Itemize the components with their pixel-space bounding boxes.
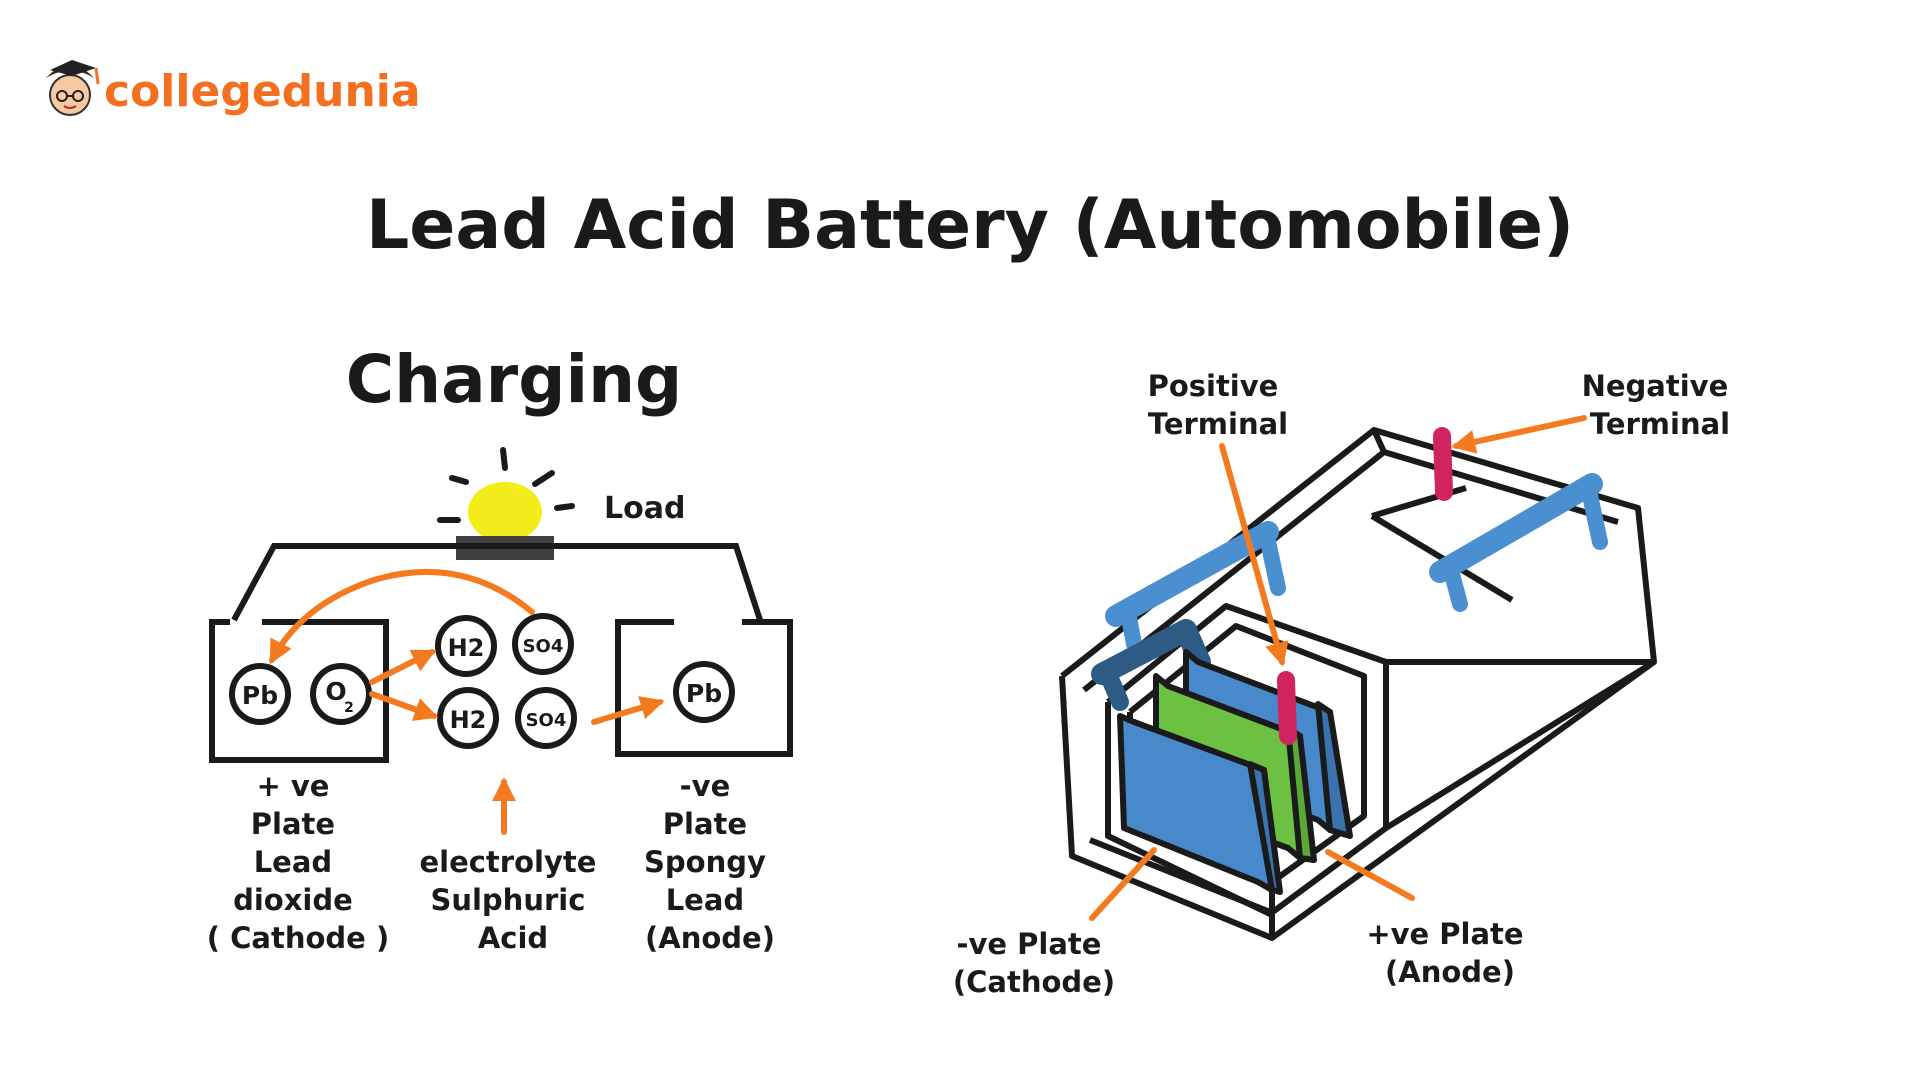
- atom-pb-positive: Pb: [229, 663, 291, 725]
- connector-right: [1429, 473, 1603, 583]
- arrow-so4-to-pb: [269, 569, 535, 665]
- negative-cell-box: [615, 619, 793, 757]
- mascot-icon: [46, 60, 100, 116]
- electrolyte-caption: electrolyte Sulphuric Acid: [419, 845, 606, 955]
- battery-plates: [1117, 649, 1353, 895]
- circuit-wire: [231, 543, 763, 622]
- svg-text:Pb: Pb: [686, 679, 722, 708]
- atom-h2-top: H2: [435, 615, 497, 677]
- arrow-so4-to-negative: [591, 696, 665, 725]
- arrow-negative-terminal: [1451, 415, 1587, 454]
- atom-so4-top: SO4: [512, 613, 574, 675]
- connector-left: [1105, 521, 1279, 627]
- positive-cell-box: [209, 619, 389, 763]
- positive-terminal-post: [1277, 671, 1297, 745]
- svg-text:H2: H2: [448, 634, 485, 662]
- arrow-o2-to-h2-top: [369, 649, 437, 685]
- atom-o2: O 2: [310, 663, 372, 725]
- brand-name: collegedunia: [104, 66, 421, 117]
- brand-suffix: .com: [404, 83, 417, 110]
- arrow-o2-to-h2-bottom: [369, 691, 439, 721]
- negative-terminal-post: [1433, 427, 1453, 501]
- leader-pos-plate: [1325, 849, 1415, 901]
- arrow-positive-terminal: [1219, 443, 1289, 667]
- negative-plate-caption: -ve Plate Spongy Lead (Anode): [644, 769, 776, 955]
- svg-text:Pb: Pb: [242, 681, 278, 710]
- negative-terminal-label: Negative Terminal: [1582, 369, 1739, 441]
- battery-casing: [1059, 427, 1657, 941]
- atom-so4-bottom: SO4: [515, 687, 577, 749]
- svg-text:2: 2: [344, 700, 354, 716]
- svg-text:SO4: SO4: [526, 710, 567, 731]
- connector-dark: [1091, 619, 1211, 685]
- positive-terminal-label: Positive Terminal: [1148, 369, 1289, 441]
- pos-plate-label: +ve Plate (Anode): [1366, 917, 1533, 989]
- svg-text:O: O: [325, 677, 346, 706]
- svg-text:H2: H2: [450, 706, 487, 734]
- atom-h2-bottom: H2: [437, 687, 499, 749]
- svg-text:SO4: SO4: [523, 636, 564, 657]
- atom-pb-negative: Pb: [673, 661, 735, 723]
- connector-straps: [1091, 473, 1608, 711]
- page-title: Lead Acid Battery (Automobile): [366, 186, 1574, 265]
- neg-plate-label: -ve Plate (Cathode): [953, 927, 1115, 999]
- charging-heading: Charging: [346, 341, 683, 418]
- reaction-arrows: [269, 569, 665, 835]
- terminal-posts: [1277, 427, 1453, 745]
- load-label: Load: [604, 491, 685, 526]
- positive-plate-caption: + ve Plate Lead dioxide ( Cathode ): [207, 769, 389, 955]
- battery-pointer-arrows: [1089, 415, 1587, 921]
- leader-neg-plate: [1089, 847, 1157, 921]
- brand-logo[interactable]: collegedunia .com: [46, 60, 421, 117]
